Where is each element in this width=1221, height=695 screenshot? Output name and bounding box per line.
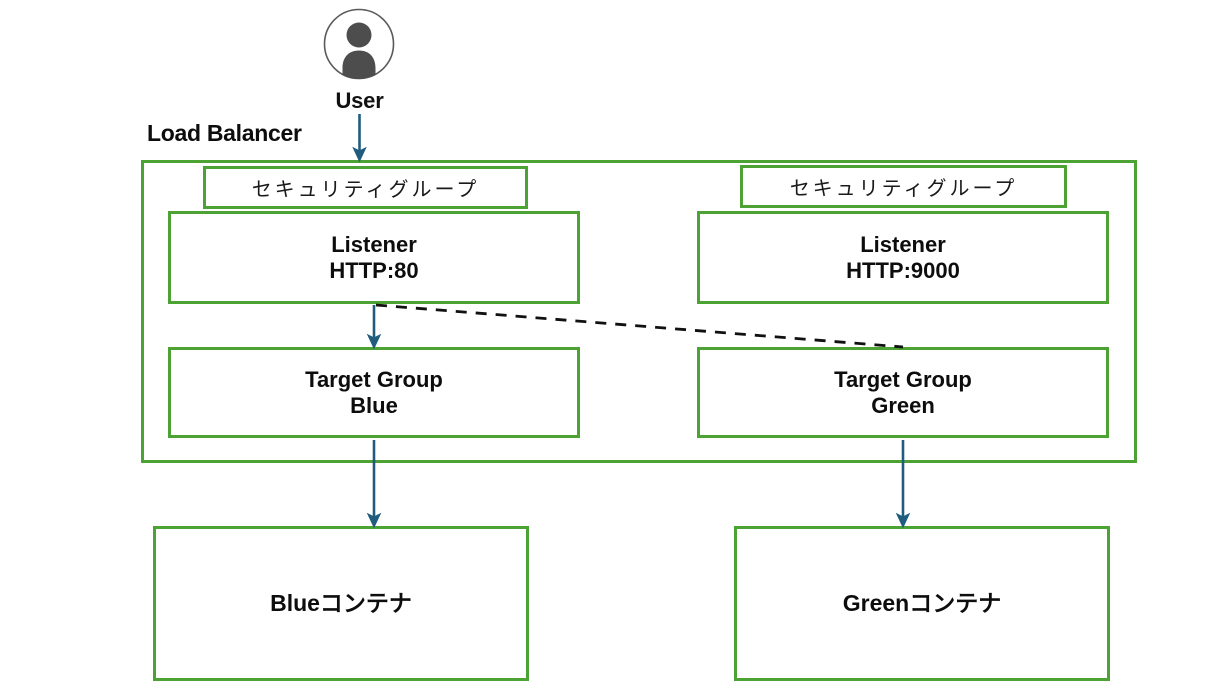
listener-box-blue: Listener HTTP:80	[168, 211, 580, 304]
security-group-label: セキュリティグループ	[789, 178, 1018, 200]
user-avatar-icon	[323, 8, 395, 80]
green-container-label: Greenコンテナ	[842, 589, 1002, 616]
listener-port: HTTP:9000	[846, 257, 960, 283]
target-group-box-blue: Target Group Blue	[168, 347, 580, 438]
blue-container-box: Blueコンテナ	[153, 526, 529, 681]
target-group-title: Target Group	[305, 366, 443, 392]
security-group-box-blue: セキュリティグループ	[203, 166, 528, 209]
green-container-box: Greenコンテナ	[734, 526, 1110, 681]
blue-container-label: Blueコンテナ	[270, 589, 412, 616]
listener-port: HTTP:80	[329, 257, 419, 283]
user-label: User	[335, 88, 384, 113]
security-group-label: セキュリティグループ	[251, 179, 480, 201]
target-group-name: Blue	[350, 392, 398, 418]
target-group-title: Target Group	[834, 366, 972, 392]
load-balancer-title: Load Balancer	[147, 120, 302, 146]
load-balancer-container	[141, 160, 1137, 463]
security-group-box-green: セキュリティグループ	[740, 165, 1067, 208]
target-group-name: Green	[871, 392, 935, 418]
target-group-box-green: Target Group Green	[697, 347, 1109, 438]
listener-title: Listener	[331, 231, 417, 257]
listener-box-green: Listener HTTP:9000	[697, 211, 1109, 304]
listener-title: Listener	[860, 231, 946, 257]
